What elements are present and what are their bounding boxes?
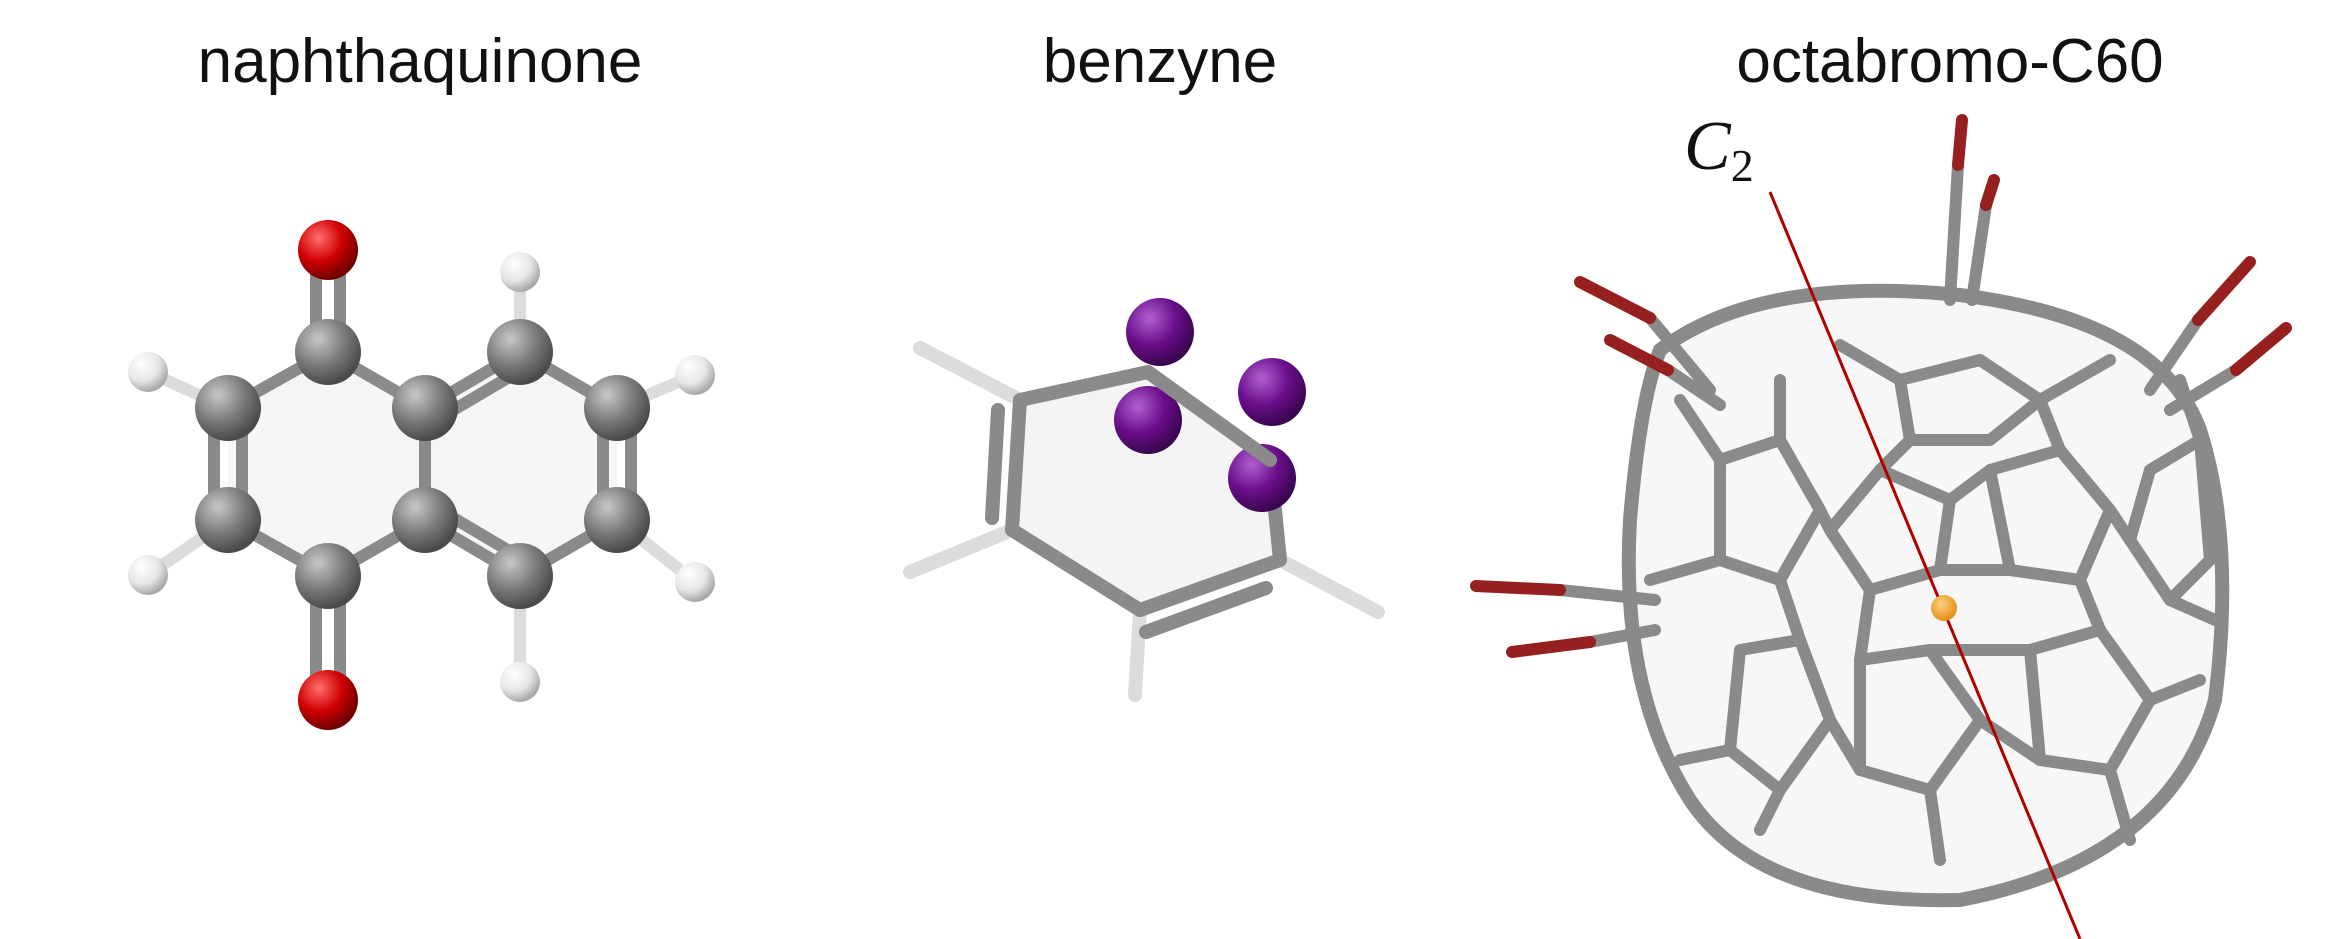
dummy-atom [1126,298,1194,366]
axis-subscript: 2 [1730,140,1754,191]
carbon-atom [195,375,261,441]
carbon-atom [195,487,261,553]
carbon-atom [584,487,650,553]
cage-bonds [1644,339,2221,866]
c2-axis-line [1768,191,2082,939]
benzyne-title: benzyne [1042,27,1278,96]
naphthaquinone-title: naphthaquinone [197,27,643,96]
dummy-atom [1228,444,1296,512]
octabromo-c60-title: octabromo-C60 [1736,27,2164,96]
axis-symbol: C [1684,108,1731,185]
bromine-bonds [1470,114,2292,658]
dummy-atom [1114,386,1182,454]
hydrogen-atom [500,662,540,702]
hydrogen-atom [675,562,715,602]
hydrogen-atom [128,352,168,392]
ring-face [425,352,617,576]
carbon-atom [295,543,361,609]
octabromo-c60-molecule [1470,114,2292,939]
hydrogen-atom [675,355,715,395]
benzyne-molecule [903,298,1385,702]
ch-bonds [903,341,1385,702]
dummy-atom [1238,358,1306,426]
cage-outline [1621,283,2230,908]
atoms [128,220,715,730]
c2-axis-label: C2 [1684,112,1754,189]
ring-face [228,352,425,576]
naphthaquinone-molecule [128,220,715,730]
carbon-atom [487,319,553,385]
carbon-atom [295,319,361,385]
bond [1141,365,1277,467]
hydrogen-atom [500,252,540,292]
oxygen-atom [298,220,358,280]
carbon-atom [392,375,458,441]
carbon-atom [392,487,458,553]
hydrogen-atom [128,555,168,595]
oxygen-atom [298,670,358,730]
carbon-atom [584,375,650,441]
carbon-atom [487,543,553,609]
center-marker [1931,595,1957,621]
ring-face [1012,372,1280,610]
